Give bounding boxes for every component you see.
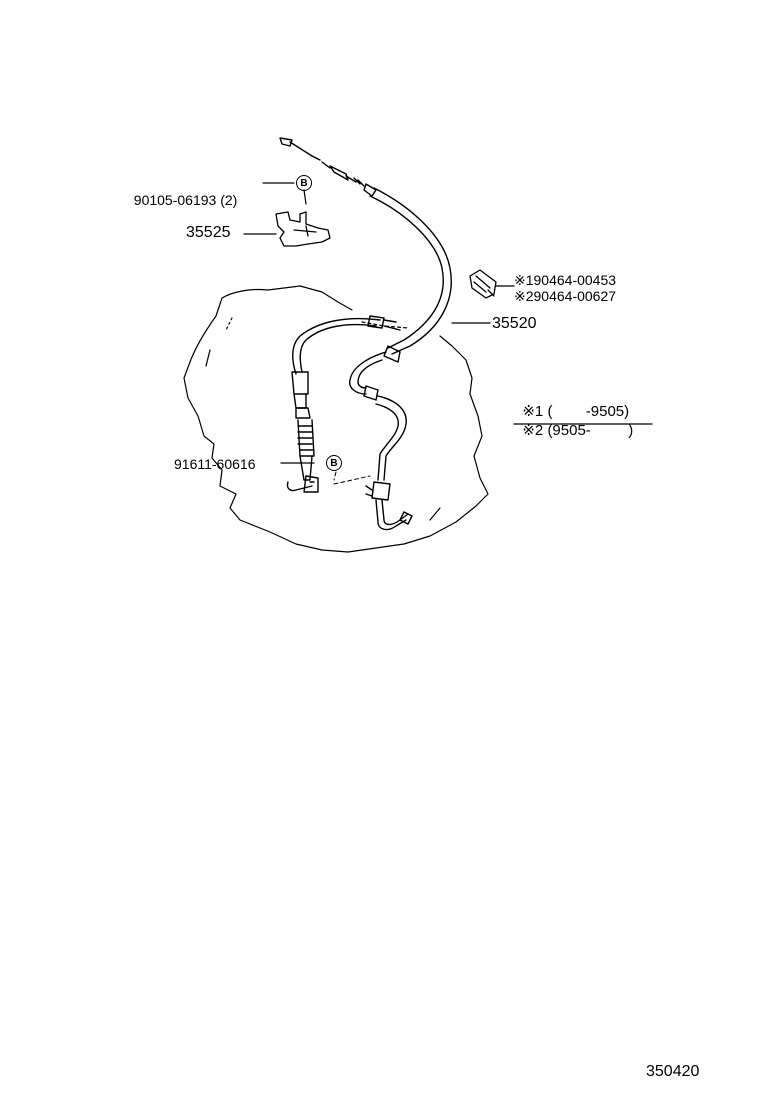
bolt-part-number: 90105-06193 (2) xyxy=(126,176,238,208)
bolt-qty: (2) xyxy=(220,192,238,208)
note-2-mark: ※2 xyxy=(522,422,544,439)
note-row-2: ※2 (9505- ) xyxy=(514,404,633,440)
bracket-35525 xyxy=(275,211,331,247)
bolt-number: 90105-06193 xyxy=(133,192,217,208)
cable-clip xyxy=(469,269,497,299)
pin-locator-line xyxy=(333,471,371,485)
diagram-code: 350420 xyxy=(646,1063,700,1080)
note-2-range: (9505- ) xyxy=(547,422,634,439)
pin-part-number: 91611-60616 xyxy=(174,456,256,472)
bracket-part-number: 35525 xyxy=(186,224,231,241)
control-cable-35520 xyxy=(279,137,452,531)
clip-part-number-2: ※290464-00627 xyxy=(514,288,617,304)
clip-part-number-1: ※190464-00453 xyxy=(514,272,617,288)
transmission-housing xyxy=(183,285,489,553)
note-row-1: ※1 ( -9505) xyxy=(514,385,629,421)
pin-badge: B xyxy=(326,455,342,471)
leader-lines xyxy=(243,182,515,464)
note-1-range: ( -9505) xyxy=(547,403,630,420)
cable-part-number: 35520 xyxy=(492,315,537,332)
bolt-badge: B xyxy=(296,175,312,191)
note-1-mark: ※1 xyxy=(522,403,544,420)
